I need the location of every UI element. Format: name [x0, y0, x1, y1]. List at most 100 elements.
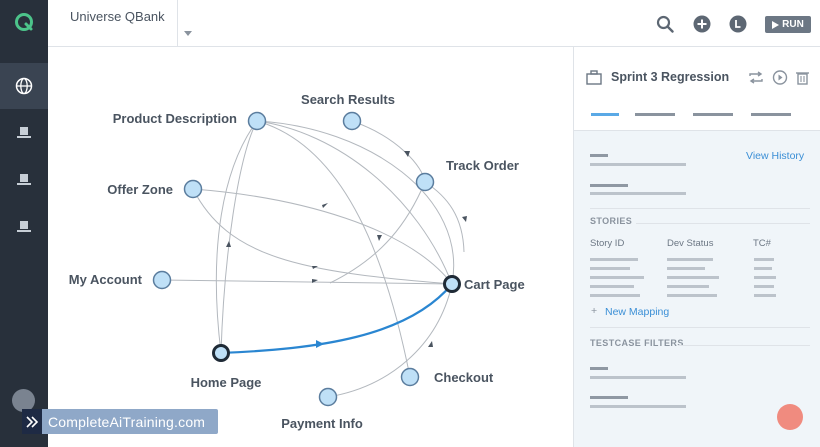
node-payment-info[interactable]: [318, 387, 338, 407]
nav-item-2[interactable]: [0, 110, 48, 156]
fab-button[interactable]: [777, 404, 803, 430]
node-label-search-results: Search Results: [301, 92, 395, 107]
divider: [590, 208, 810, 209]
brand-logo-icon: [22, 409, 42, 434]
edge: [215, 120, 258, 354]
placeholder-bar: [590, 376, 686, 379]
tab-1[interactable]: [591, 113, 619, 116]
placeholder-bar: [590, 258, 638, 261]
details-panel: Sprint 3 Regression View History STORIES…: [573, 47, 820, 447]
node-label-product-description: Product Description: [113, 111, 237, 126]
flag-icon: [17, 221, 31, 232]
new-mapping-link[interactable]: New Mapping: [605, 306, 670, 318]
placeholder-bar: [590, 396, 628, 399]
sidebar: [0, 0, 48, 447]
edge-arrows: [226, 151, 467, 347]
placeholder-bar: [667, 276, 719, 279]
placeholder-bar: [590, 367, 608, 370]
q-logo-icon[interactable]: [14, 12, 34, 32]
column-tc: TC#: [753, 238, 771, 249]
placeholder-bar: [590, 184, 628, 187]
placeholder-bar: [590, 285, 634, 288]
nav-item-4[interactable]: [0, 204, 48, 250]
tab-2[interactable]: [635, 113, 675, 116]
node-checkout[interactable]: [400, 367, 420, 387]
avatar[interactable]: [12, 389, 35, 412]
node-cart-page[interactable]: [443, 275, 461, 293]
tab-3[interactable]: [693, 113, 733, 116]
node-product-description[interactable]: [247, 111, 267, 131]
placeholder-bar: [754, 285, 774, 288]
edge: [256, 120, 455, 285]
divider: [636, 223, 810, 224]
node-label-offer-zone: Offer Zone: [107, 182, 173, 197]
node-home-page[interactable]: [212, 344, 230, 362]
placeholder-bar: [590, 267, 630, 270]
edge: [329, 181, 426, 284]
placeholder-bar: [590, 405, 686, 408]
user-circle-icon[interactable]: [729, 15, 747, 33]
placeholder-bar: [754, 258, 774, 261]
edge: [220, 120, 258, 354]
placeholder-bar: [590, 154, 608, 157]
top-bar: Universe QBank RUN: [48, 0, 820, 47]
brand-text: CompleteAiTraining.com: [48, 413, 206, 430]
node-offer-zone[interactable]: [183, 179, 203, 199]
repeat-icon[interactable]: [748, 70, 764, 85]
play-icon: [772, 20, 780, 29]
run-label: RUN: [782, 19, 804, 30]
column-story-id: Story ID: [590, 238, 625, 249]
node-label-home-page: Home Page: [191, 375, 262, 390]
placeholder-bar: [754, 276, 776, 279]
placeholder-bar: [754, 294, 776, 297]
node-track-order[interactable]: [415, 172, 435, 192]
plus-circle-icon[interactable]: [693, 15, 711, 33]
node-label-checkout: Checkout: [434, 370, 494, 385]
node-label-my-account: My Account: [69, 272, 143, 287]
node-label-payment-info: Payment Info: [281, 416, 363, 431]
nav-item-3[interactable]: [0, 157, 48, 203]
play-circle-icon[interactable]: [772, 70, 788, 85]
briefcase-icon: [586, 70, 602, 85]
divider: [678, 345, 810, 346]
highlighted-edge-arrow: [316, 340, 324, 348]
edge: [351, 120, 426, 183]
placeholder-bar: [590, 163, 686, 166]
edge: [192, 188, 453, 285]
brand-watermark: CompleteAiTraining.com: [22, 409, 218, 434]
testcase-filters-heading: TESTCASE FILTERS: [590, 338, 684, 348]
tab-4[interactable]: [751, 113, 791, 116]
flag-icon: [17, 174, 31, 185]
search-icon[interactable]: [656, 15, 674, 33]
stories-heading: STORIES: [590, 216, 633, 226]
view-history-link[interactable]: View History: [746, 150, 805, 162]
globe-icon: [15, 77, 33, 95]
chevron-down-icon[interactable]: [184, 31, 192, 36]
run-button[interactable]: RUN: [765, 16, 811, 33]
node-search-results[interactable]: [342, 111, 362, 131]
edge: [192, 188, 453, 285]
placeholder-bar: [667, 285, 709, 288]
highlighted-edge: [220, 283, 453, 355]
node-label-track-order: Track Order: [446, 158, 519, 173]
project-name[interactable]: Universe QBank: [70, 9, 165, 24]
panel-header: Sprint 3 Regression: [574, 47, 820, 131]
edge: [256, 120, 411, 378]
nav-item-flows[interactable]: [0, 63, 48, 109]
column-dev-status: Dev Status: [667, 238, 714, 249]
placeholder-bar: [590, 192, 686, 195]
trash-icon[interactable]: [795, 70, 810, 85]
divider: [177, 0, 178, 46]
plus-icon[interactable]: +: [591, 305, 598, 317]
node-label-cart-page: Cart Page: [464, 277, 525, 292]
flag-icon: [17, 127, 31, 138]
placeholder-bar: [590, 294, 640, 297]
placeholder-bar: [754, 267, 772, 270]
edge: [161, 279, 453, 285]
graph-edges: [161, 120, 465, 398]
node-my-account[interactable]: [152, 270, 172, 290]
placeholder-bar: [590, 276, 644, 279]
edge: [256, 120, 453, 285]
